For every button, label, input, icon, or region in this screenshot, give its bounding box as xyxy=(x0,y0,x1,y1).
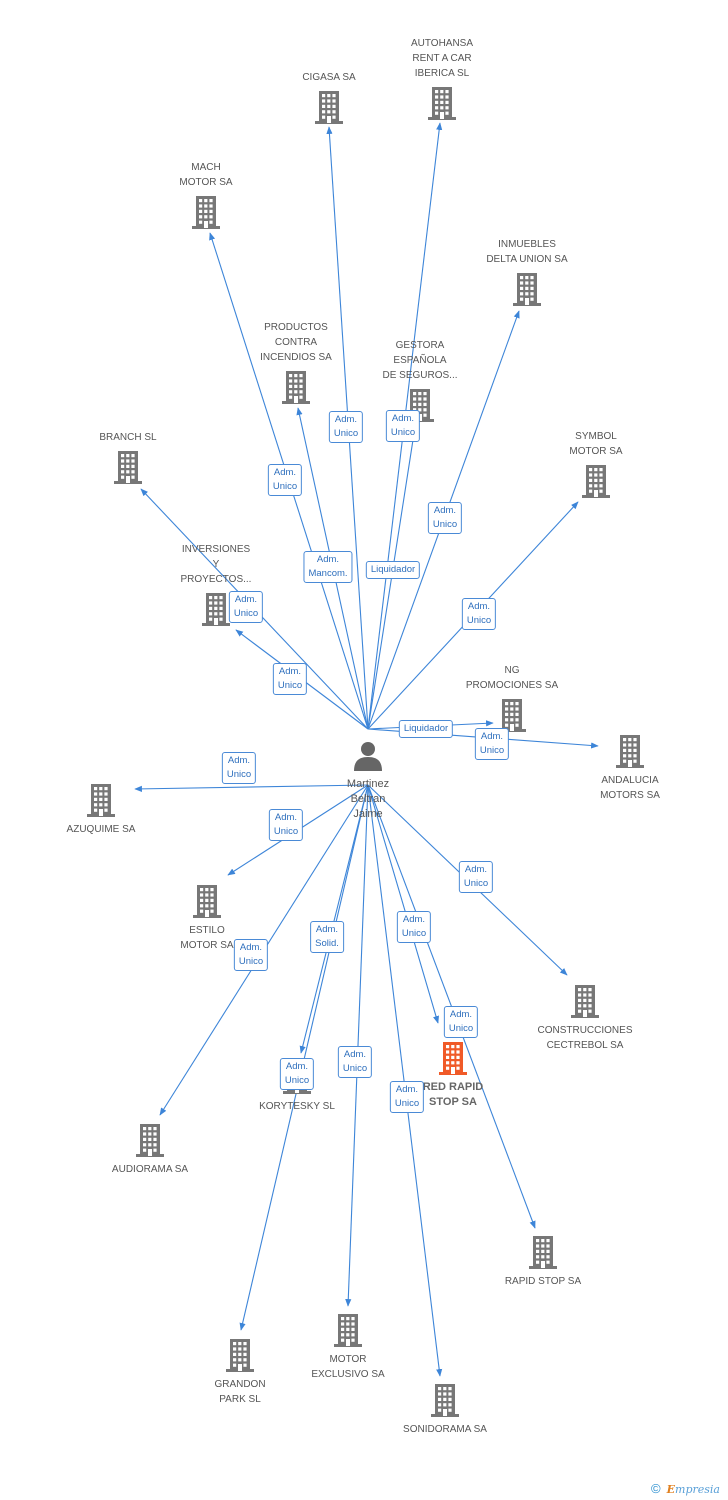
company-name[interactable]: MOTOR EXCLUSIVO SA xyxy=(311,1354,385,1380)
brand-logo[interactable]: Empresia xyxy=(666,1483,720,1496)
building-icon xyxy=(202,593,230,626)
relation-label-productos[interactable]: Adm. Mancom. xyxy=(303,551,353,583)
company-name[interactable]: AUDIORAMA SA xyxy=(111,1164,189,1175)
relation-label-sonidorama[interactable]: Adm. Unico xyxy=(389,1081,425,1113)
building-icon xyxy=(136,1124,164,1157)
building-icon xyxy=(513,273,541,306)
building-icon xyxy=(193,885,221,918)
building-icon xyxy=(226,1339,254,1372)
building-icon xyxy=(582,465,610,498)
company-name[interactable]: GRANDON PARK SL xyxy=(214,1379,266,1405)
relation-label-ng[interactable]: Liquidador xyxy=(398,720,454,738)
relation-label-grandon[interactable]: Adm. Unico xyxy=(279,1058,315,1090)
building-icon xyxy=(571,985,599,1018)
copyright-icon: © xyxy=(650,1481,661,1496)
building-icon xyxy=(529,1236,557,1269)
company-name[interactable]: CONSTRUCCIONES CECTREBOL SA xyxy=(537,1025,633,1051)
relation-label-estilo[interactable]: Adm. Unico xyxy=(268,809,304,841)
brand-footer: © Empresia xyxy=(651,1481,720,1496)
building-icon xyxy=(282,371,310,404)
edge-sonidorama xyxy=(367,784,443,1377)
company-name[interactable]: ANDALUCIA MOTORS SA xyxy=(600,775,660,801)
building-icon xyxy=(334,1314,362,1347)
company-name[interactable]: RAPID STOP SA xyxy=(504,1276,582,1287)
building-icon xyxy=(428,87,456,120)
relation-label-andalucia[interactable]: Adm. Unico xyxy=(474,728,510,760)
relation-label-cigasa[interactable]: Adm. Unico xyxy=(328,411,364,443)
company-name[interactable]: INMUEBLES DELTA UNION SA xyxy=(486,239,568,265)
building-icon xyxy=(431,1384,459,1417)
building-icon xyxy=(315,91,343,124)
relation-label-motorexclusivo[interactable]: Adm. Unico xyxy=(337,1046,373,1078)
company-name[interactable]: GESTORA ESPAÑOLA DE SEGUROS... xyxy=(382,340,458,381)
company-name[interactable]: CIGASA SA xyxy=(302,72,356,83)
relation-label-azuquime[interactable]: Adm. Unico xyxy=(221,752,257,784)
company-name[interactable]: NG PROMOCIONES SA xyxy=(465,665,559,691)
person-name[interactable]: Martinez Beltran Jaime xyxy=(346,778,390,820)
company-name[interactable]: AZUQUIME SA xyxy=(66,824,136,835)
edge-redrapid xyxy=(367,784,439,1024)
relation-label-rapidstop[interactable]: Adm. Unico xyxy=(443,1006,479,1038)
relation-label-audiorama[interactable]: Adm. Unico xyxy=(233,939,269,971)
relation-label-redrapid[interactable]: Adm. Unico xyxy=(396,911,432,943)
company-name[interactable]: AUTOHANSA RENT A CAR IBERICA SL xyxy=(410,38,474,79)
company-name[interactable]: ESTILO MOTOR SA xyxy=(180,925,234,951)
relation-label-inmuebles[interactable]: Adm. Unico xyxy=(427,502,463,534)
relation-label-gestora[interactable]: Liquidador xyxy=(365,561,421,579)
edge-korytesky xyxy=(299,784,369,1054)
company-name[interactable]: SONIDORAMA SA xyxy=(403,1424,487,1435)
relation-label-mach[interactable]: Adm. Unico xyxy=(267,464,303,496)
relation-label-autohansa[interactable]: Adm. Unico xyxy=(385,410,421,442)
building-icon xyxy=(87,784,115,817)
edge-motorexclusivo xyxy=(345,784,369,1307)
company-name[interactable]: MACH MOTOR SA xyxy=(179,162,233,188)
company-name[interactable]: RED RAPID STOP SA xyxy=(422,1081,484,1108)
relation-label-symbol[interactable]: Adm. Unico xyxy=(461,598,497,630)
company-name[interactable]: INVERSIONES Y PROYECTOS... xyxy=(180,544,252,585)
relation-label-korytesky[interactable]: Adm. Solid. xyxy=(310,921,344,953)
company-name[interactable]: SYMBOL MOTOR SA xyxy=(569,431,623,457)
company-name[interactable]: KORYTESKY SL xyxy=(259,1101,335,1112)
company-name[interactable]: PRODUCTOS CONTRA INCENDIOS SA xyxy=(260,322,332,363)
building-icon xyxy=(114,451,142,484)
edge-azuquime xyxy=(134,784,369,792)
building-icon xyxy=(498,699,526,732)
person-icon xyxy=(354,742,382,771)
relation-label-inversiones[interactable]: Adm. Unico xyxy=(272,663,308,695)
relation-label-construcciones[interactable]: Adm. Unico xyxy=(458,861,494,893)
company-name[interactable]: BRANCH SL xyxy=(99,432,157,443)
building-icon xyxy=(192,196,220,229)
edge-grandon xyxy=(239,784,369,1331)
relation-label-branch[interactable]: Adm. Unico xyxy=(228,591,264,623)
building-icon xyxy=(439,1042,467,1075)
building-icon xyxy=(616,735,644,768)
